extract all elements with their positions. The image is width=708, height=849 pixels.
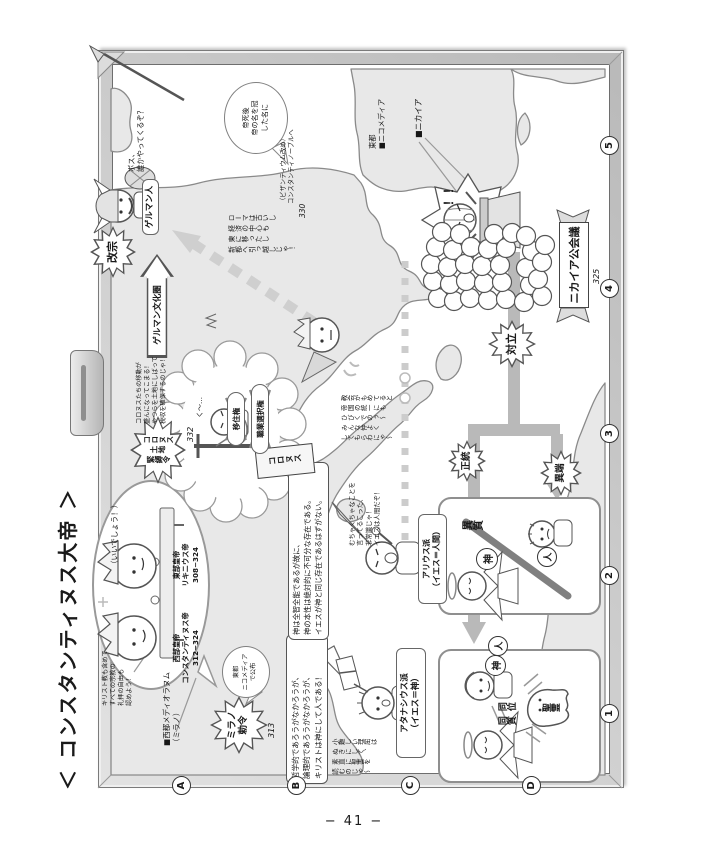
nicaea-city-label: ■ニカイア	[414, 98, 423, 138]
arius-box-figures	[447, 518, 573, 622]
not-equal-slash	[462, 518, 572, 600]
farmer-groan: く〜…	[196, 397, 204, 418]
homoousios-label: 同位 同質	[498, 703, 516, 728]
nicomedia-city-label: 東都 ■ニコメディア	[368, 98, 387, 149]
page-title: ＜ コンスタンティヌス大帝 ＞	[56, 487, 80, 790]
grid-col-1: 1	[600, 704, 619, 723]
constantinople-rename-text: （ビザンティウム改め） コンスタンティノープルへ	[280, 129, 296, 204]
east-emperor-label: 東部皇帝 リキニウス帝 308−324	[172, 543, 200, 587]
heterousios-label: 異質	[462, 519, 483, 532]
athanasius-box-figures	[463, 671, 570, 780]
grid-row-b: B	[287, 776, 306, 795]
rename-bubble-tail	[271, 141, 289, 166]
arius-caption: むちゃくちゃなことを 言ってるこった、 非常識じゃ！ イエスは人間だぞ！	[348, 482, 381, 546]
orthodox-arrowhead	[462, 622, 486, 644]
council-scene	[420, 172, 590, 323]
bishop-crowd	[420, 221, 556, 313]
corner-fold	[97, 51, 126, 80]
arius-man-badge: 人	[537, 547, 557, 567]
edict-freedom-text: キリスト教も含めて すべての宗教の 礼拝の自由も 認めよう！	[102, 650, 134, 706]
emperor-figures	[96, 507, 184, 661]
board-clip	[70, 350, 104, 436]
arius-figure	[365, 526, 421, 575]
equality-marks	[491, 673, 547, 743]
speaker-exclaim: ！！	[442, 181, 456, 206]
occupation-right-pill: 職業選択権	[251, 384, 269, 454]
promulgation-bubble: 東都 ニコメディア で公布	[222, 646, 270, 698]
german-people-label: ゲルマン人	[142, 179, 160, 235]
athanasius-school-label: アタナシウス派 （イエス＝神）	[396, 648, 427, 758]
grid-row-a: A	[172, 776, 191, 795]
capital-move-caption: ローマは古いし 経済の中心も 東に移ったし 新都へ引っ越しじゃ！	[228, 214, 296, 255]
council-banner: ニカイア公会議	[559, 222, 589, 308]
milan-edict-year: 313	[267, 722, 276, 738]
colonus-edict-year: 332	[186, 426, 195, 442]
athanasius-speech-box: 哲学的であろうがなかろうが、 論理的であろうがなかろうが、 キリストは神にして人…	[286, 634, 329, 784]
meeting-bubble-tail	[197, 653, 218, 689]
conversion-dashed-arrow	[191, 239, 317, 327]
grid-row-d: D	[522, 776, 541, 795]
arius-speech-box: 神は全智全能であるが故に、 神の本性は絶対的に不可分な存在である。 イエスが神と…	[288, 462, 329, 640]
trinity-man-badge: 人	[488, 636, 508, 656]
athanasius-caption: 小難しい理屈は ぬきにして、 素直に聖書を 読むのじゃ〜	[332, 738, 377, 777]
arius-school-label: アリウス派 （イエス＝人間）	[418, 514, 447, 604]
milan-city-label: ■西都メディオラヌム （ミラノ）	[162, 671, 181, 746]
page-number: − 41 −	[324, 814, 384, 829]
german-speech: ボス、 誰かやってくるぞ？	[127, 107, 146, 172]
trinity-god-badge: 神	[485, 655, 506, 676]
rotated-map-board: ＜ コンスタンティヌス大帝 ＞ キリスト教も含めて すべての宗教の 礼拝の自由も…	[48, 44, 624, 795]
migration-right-pill: 移住権	[227, 392, 245, 446]
rename-bubble: 帝死後 帝の名を冠 した名に	[224, 82, 288, 154]
colonus-caption: コロヌスたちの移動が 盛んになってこまる！ やつらを土地にしばって 税収を確保す…	[136, 355, 168, 424]
holy-spirit-ghost	[526, 688, 570, 727]
grid-col-3: 3	[600, 424, 619, 443]
council-year: 325	[592, 268, 601, 284]
emperor-thought-text: 教会がもめてると 帝国の統一にも ひびくでのぅ〜 みんな仲よく してもらわにゃ〜	[341, 394, 393, 443]
athanasius-figure	[335, 655, 419, 721]
grid-row-c: C	[401, 776, 420, 795]
arius-god-badge: 神	[476, 548, 498, 570]
holy-spirit-label: 聖霊	[542, 704, 560, 715]
arius-speech-tail	[331, 501, 371, 545]
moving-emperor-figure	[293, 317, 360, 384]
grid-col-5: 5	[600, 136, 619, 155]
grid-col-4: 4	[600, 279, 619, 298]
agreement-text: （いいでしょう！）	[110, 500, 119, 568]
grid-col-2: 2	[600, 566, 619, 585]
